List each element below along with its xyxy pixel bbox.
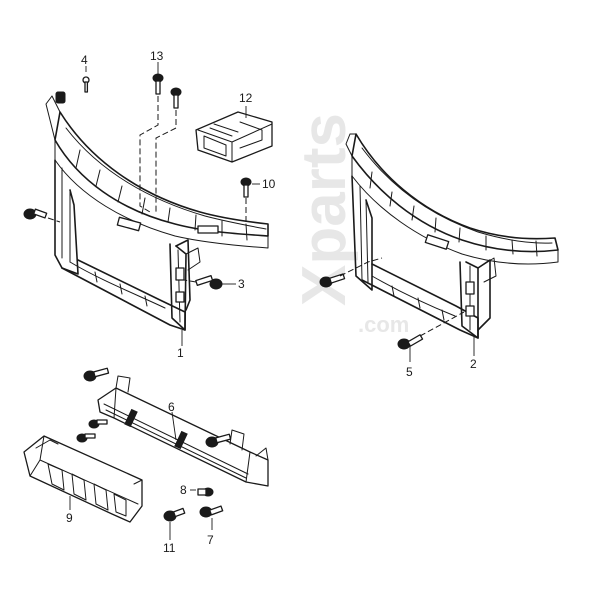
lock-carrier-part-2[interactable] (345, 133, 559, 339)
bolt-right-part-6[interactable] (205, 433, 232, 448)
callout-8: 8 (180, 483, 187, 497)
bolt-part-8[interactable] (197, 487, 214, 497)
callout-9: 9 (66, 511, 73, 525)
watermark-suffix: .com (358, 312, 409, 337)
callout-12: 12 (239, 91, 253, 105)
bolt-part-7[interactable] (199, 505, 224, 518)
watermark-text: Xparts (290, 113, 359, 306)
callout-7: 7 (207, 533, 214, 547)
assembly-lines (47, 96, 465, 337)
callouts: 1 2 3 4 5 6 7 8 9 10 11 12 13 (66, 49, 477, 555)
bolt-top-part-6[interactable] (83, 367, 110, 382)
watermark: Xparts .com (290, 113, 409, 337)
screw-part-13[interactable] (152, 73, 182, 109)
callout-11: 11 (163, 541, 176, 555)
air-guide-part-12[interactable] (195, 111, 273, 163)
bolt-part-11[interactable] (163, 507, 186, 522)
bolt-left-part-2[interactable] (319, 273, 346, 288)
bracket-part-6[interactable] (97, 375, 269, 487)
screw-part-10[interactable] (240, 177, 252, 198)
absorber-part-9[interactable] (23, 435, 143, 523)
bolt-part-3[interactable] (195, 274, 223, 290)
callout-10: 10 (262, 177, 276, 191)
leader-lines (69, 62, 475, 540)
bolt-left-part-1[interactable] (23, 208, 48, 220)
callout-1: 1 (177, 346, 184, 360)
callout-5: 5 (406, 365, 413, 379)
callout-4: 4 (81, 53, 88, 67)
lock-carrier-part-1[interactable] (45, 95, 269, 331)
bolt-part-5[interactable] (397, 334, 424, 350)
callout-3: 3 (238, 277, 245, 291)
grommet[interactable] (55, 91, 66, 104)
callout-13: 13 (150, 49, 164, 63)
screw-part-4[interactable] (82, 76, 90, 93)
bolt-mid-part-6[interactable] (76, 419, 108, 443)
callout-2: 2 (470, 357, 477, 371)
callout-6: 6 (168, 400, 175, 414)
